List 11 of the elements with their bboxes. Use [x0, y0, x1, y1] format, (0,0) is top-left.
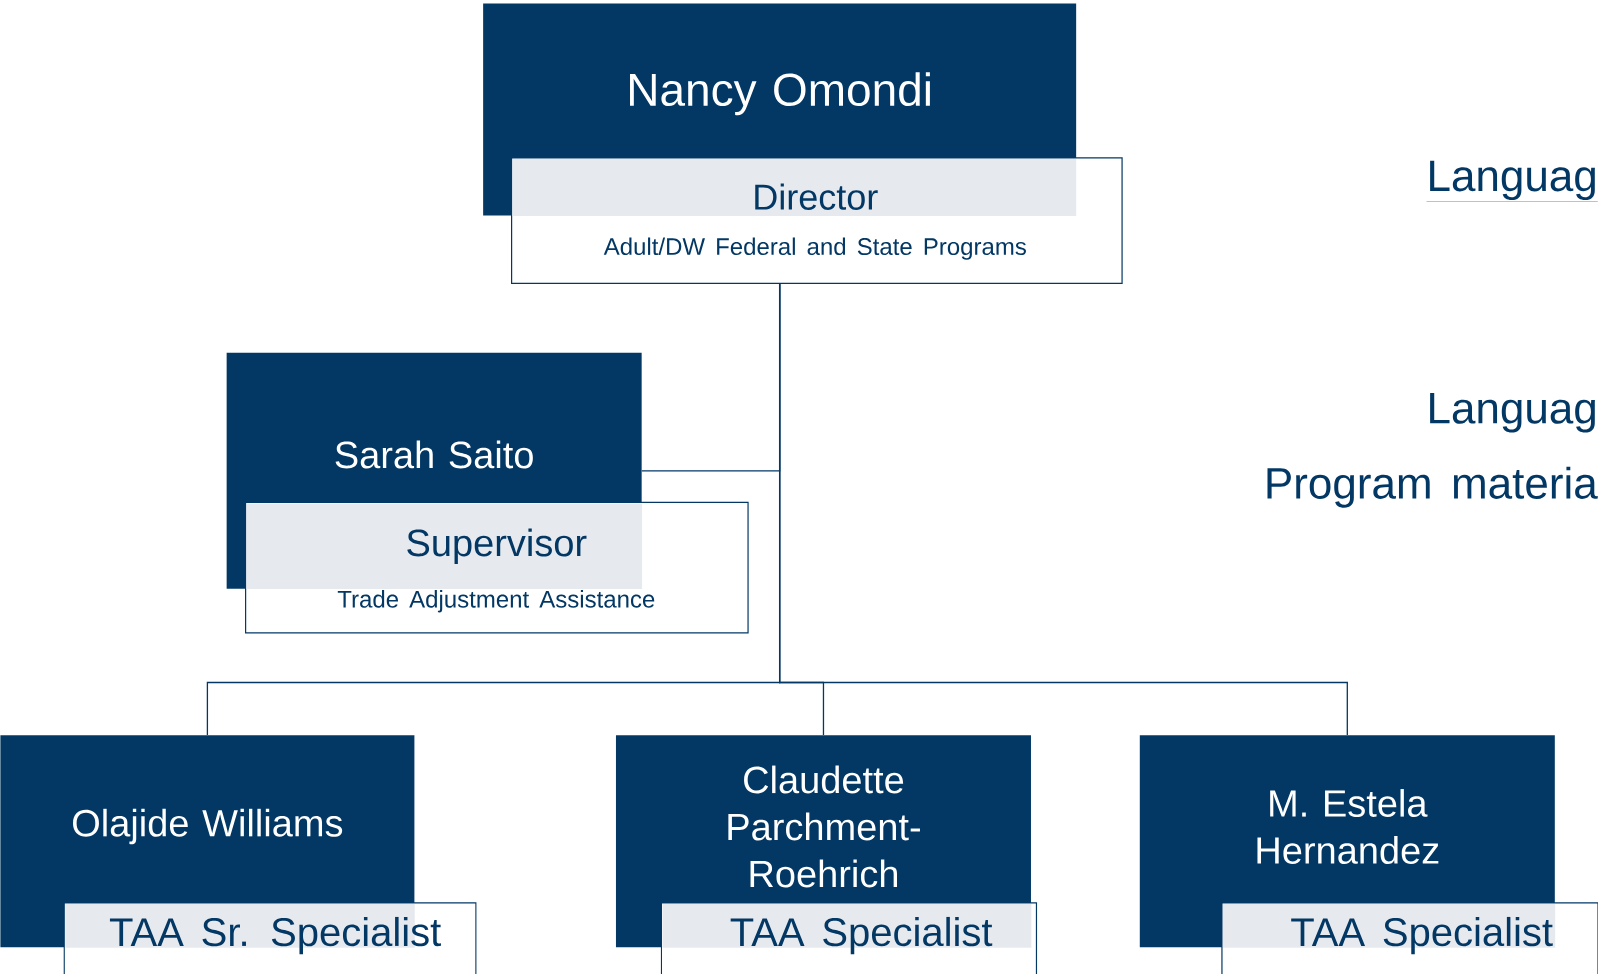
- org-box: Nancy Omondi Director Adult/DW Federal and State Programs: [483, 3, 1123, 284]
- heading-text: Languag: [1426, 160, 1598, 202]
- org-box: Sarah Saito Supervisor Trade Adjustment Assistance: [226, 352, 749, 634]
- node-label: Adult/DW Federal and State Programs: [603, 237, 1026, 260]
- note-text: Program materia: [1267, 466, 1598, 508]
- org-box: Olajide Williams TAA Sr. Specialist: [0, 735, 477, 974]
- org-box: M. Estela Hernandez TAA Specialist: [1139, 735, 1598, 974]
- note-text: Languag: [1430, 392, 1595, 433]
- org-box: Claudette Parchment-Roehrich TAA Specialist: [615, 735, 1038, 974]
- node-label: Trade Adjustment Assistance: [337, 589, 655, 613]
- connector-line: [779, 282, 1348, 736]
